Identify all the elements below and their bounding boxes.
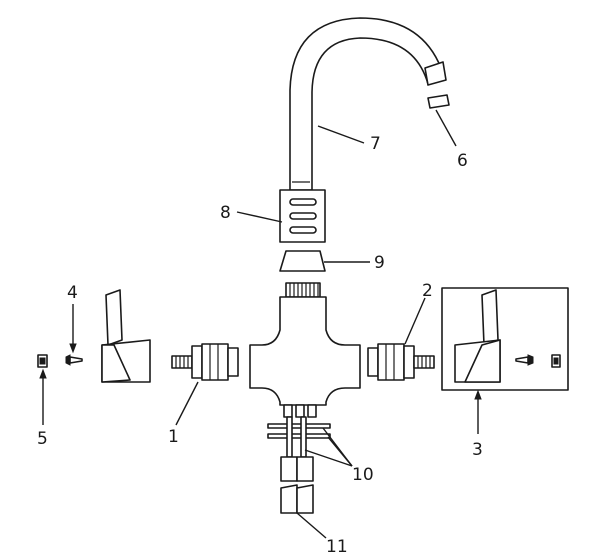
callout-1: 1 (168, 427, 179, 447)
callout-7: 7 (370, 134, 381, 154)
hoses-part-11 (280, 416, 314, 514)
cartridge-part-1 (171, 343, 239, 381)
callout-3: 3 (472, 440, 483, 460)
leader-lines (42, 109, 479, 539)
callout-5: 5 (37, 429, 48, 449)
callout-6: 6 (457, 151, 468, 171)
left-handle (101, 289, 151, 383)
collar-part-8 (279, 189, 326, 243)
callout-9: 9 (374, 253, 385, 273)
callout-4: 4 (67, 283, 78, 303)
arrow-head-3 (474, 389, 482, 400)
arrow-head-4 (69, 343, 77, 354)
washers-part-10 (267, 423, 331, 439)
callout-10: 10 (352, 465, 374, 485)
cone-part-9 (279, 250, 326, 272)
cap-part-5 (37, 354, 48, 368)
screw-part-4 (65, 354, 83, 366)
cartridge-part-2 (367, 343, 435, 381)
callout-8: 8 (220, 203, 231, 223)
handle-assembly-part-3 (441, 287, 569, 391)
callout-2: 2 (422, 281, 433, 301)
faucet-body (249, 282, 361, 418)
callout-11: 11 (326, 537, 348, 557)
spout-outlet-band (424, 61, 447, 86)
spout-part-7 (289, 17, 446, 191)
aerator-part-6 (427, 94, 450, 109)
arrow-head-5 (39, 368, 47, 379)
